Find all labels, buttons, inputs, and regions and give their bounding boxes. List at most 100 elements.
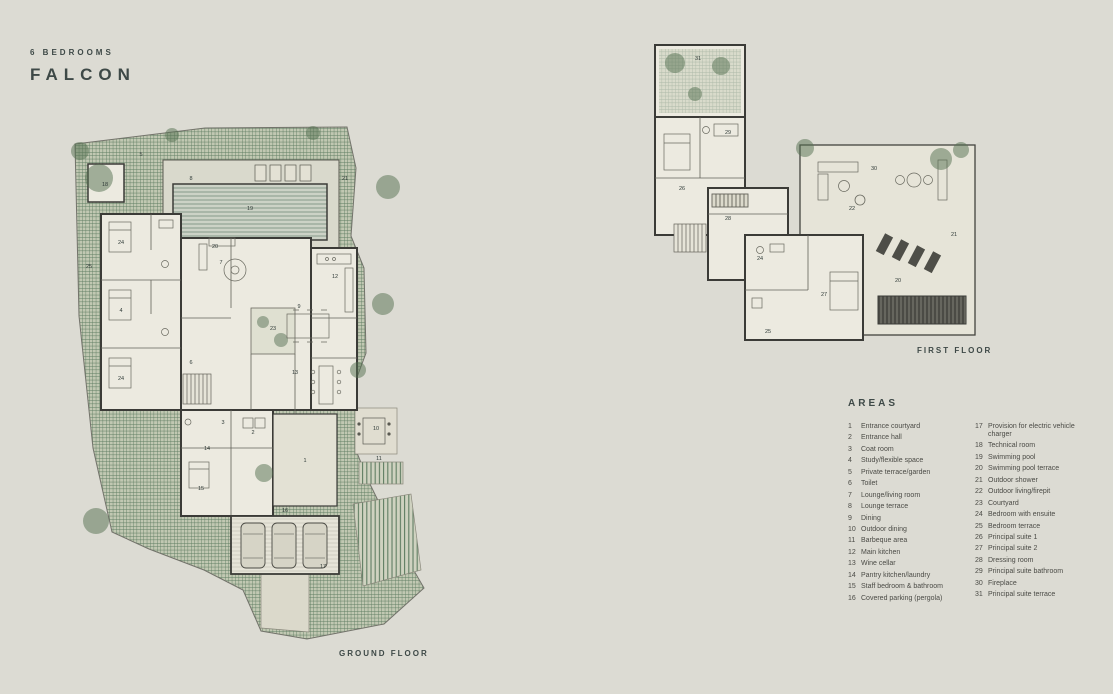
plan-number-24: 24: [757, 256, 763, 262]
legend-item-label: Pantry kitchen/laundry: [861, 571, 931, 579]
plan-number-18: 18: [102, 182, 108, 188]
legend-item: 7 Lounge/living room: [848, 492, 953, 500]
legend-item-number: 27: [975, 545, 983, 553]
plan-number-6: 6: [189, 360, 192, 366]
interior-walls: [101, 214, 357, 516]
stairs-icon: [182, 373, 212, 405]
legend-item-label: Wine cellar: [861, 560, 896, 568]
legend-item-label: Bedroom with ensuite: [988, 511, 1056, 519]
legend-item-number: 19: [975, 453, 983, 461]
furniture-icons: [663, 123, 948, 311]
legend-item: 31 Principal suite terrace: [975, 591, 1080, 599]
plan-number-24: 24: [118, 376, 124, 382]
ground-floor-label: GROUND FLOOR: [339, 649, 429, 658]
legend-item-label: Study/flexible space: [861, 457, 924, 465]
outdoor-chair-icons: [357, 422, 391, 436]
legend-item: 4 Study/flexible space: [848, 457, 953, 465]
legend-item-number: 15: [848, 583, 856, 591]
legend-item: 16 Covered parking (pergola): [848, 595, 953, 603]
legend-columns: 1 Entrance courtyard 2 Entrance hall 3 C…: [848, 423, 1110, 603]
legend-item: 14 Pantry kitchen/laundry: [848, 572, 953, 580]
legend-item: 6 Toilet: [848, 480, 953, 488]
page-title: FALCON: [30, 65, 136, 84]
legend-item-label: Swimming pool: [988, 453, 1036, 461]
legend-item: 20 Swimming pool terrace: [975, 465, 1080, 473]
legend-item: 27 Principal suite 2: [975, 545, 1080, 553]
ground-floor-numbers: 5188192120242542479122313632141511617101…: [86, 152, 382, 570]
legend-item-label: Coat room: [861, 445, 894, 453]
legend-item: 21 Outdoor shower: [975, 477, 1080, 485]
legend-item: 8 Lounge terrace: [848, 503, 953, 511]
legend-item: 29 Principal suite bathroom: [975, 568, 1080, 576]
legend-item-number: 10: [848, 525, 856, 533]
areas-heading: AREAS: [848, 398, 899, 409]
legend-item-label: Entrance hall: [861, 434, 902, 442]
stairs-icon: [673, 223, 707, 253]
legend-item-number: 16: [848, 594, 856, 602]
pergola-roof: [352, 493, 422, 587]
car-icons: [240, 522, 328, 569]
plan-number-25: 25: [765, 329, 771, 335]
bedrooms-subtitle: 6 BEDROOMS: [30, 48, 114, 57]
legend-item-number: 30: [975, 579, 983, 587]
legend-item-number: 7: [848, 491, 852, 499]
legend-item-number: 17: [975, 423, 983, 430]
interior-walls: [655, 117, 809, 291]
plan-number-21: 21: [342, 176, 348, 182]
plan-number-21: 21: [951, 232, 957, 238]
wardrobe-icon: [711, 193, 749, 208]
legend-item: 24 Bedroom with ensuite: [975, 511, 1080, 519]
first-floor-label: FIRST FLOOR: [917, 346, 993, 355]
firepit-icon: [854, 194, 866, 206]
plan-number-28: 28: [725, 216, 731, 222]
areas-column-1: 1 Entrance courtyard 2 Entrance hall 3 C…: [848, 423, 953, 603]
areas-legend: AREAS 1 Entrance courtyard 2 Entrance ha…: [848, 398, 1110, 603]
pool-lounger-icons: [254, 164, 312, 182]
legend-item-label: Courtyard: [988, 499, 1019, 507]
plan-number-15: 15: [198, 486, 204, 492]
legend-item-number: 26: [975, 533, 983, 541]
plan-number-12: 12: [332, 274, 338, 280]
plan-number-14: 14: [204, 446, 210, 452]
legend-item-label: Principal suite bathroom: [988, 568, 1064, 576]
legend-item: 28 Dressing room: [975, 557, 1080, 565]
entrance-courtyard: [272, 413, 338, 507]
legend-item: 11 Barbeque area: [848, 537, 953, 545]
legend-item-number: 31: [975, 591, 983, 599]
areas-column-2: 17 Provision for electric vehicle charge…: [975, 423, 1080, 603]
legend-item-number: 12: [848, 548, 856, 556]
legend-item: 12 Main kitchen: [848, 549, 953, 557]
legend-item-number: 13: [848, 560, 856, 568]
planting-bed: [358, 461, 404, 485]
plan-number-3: 3: [221, 420, 224, 426]
legend-item-number: 4: [848, 457, 852, 465]
legend-item-number: 29: [975, 568, 983, 576]
plan-number-16: 16: [282, 508, 288, 514]
legend-item-label: Staff bedroom & bathroom: [861, 583, 943, 591]
plan-number-31: 31: [695, 56, 701, 62]
legend-item-number: 21: [975, 476, 983, 484]
legend-item-label: Main kitchen: [861, 548, 901, 556]
plan-number-10: 10: [373, 426, 379, 432]
legend-item-label: Swimming pool terrace: [988, 465, 1060, 473]
legend-item-label: Dressing room: [988, 556, 1034, 564]
legend-item-number: 14: [848, 571, 856, 579]
legend-item: 10 Outdoor dining: [848, 526, 953, 534]
legend-item-label: Toilet: [861, 480, 878, 488]
plan-number-5: 5: [139, 152, 142, 158]
legend-item-label: Outdoor shower: [988, 476, 1038, 484]
legend-item-number: 6: [848, 480, 852, 488]
outdoor-dining-patio: [354, 407, 398, 455]
plan-number-9: 9: [297, 304, 300, 310]
legend-item: 19 Swimming pool: [975, 454, 1080, 462]
legend-item: 5 Private terrace/garden: [848, 469, 953, 477]
legend-item-label: Principal suite 1: [988, 533, 1038, 541]
legend-item-number: 22: [975, 488, 983, 496]
legend-item-number: 5: [848, 468, 852, 476]
legend-item: 22 Outdoor living/firepit: [975, 488, 1080, 496]
plan-number-1: 1: [303, 458, 306, 464]
plan-number-4: 4: [119, 308, 122, 314]
plan-number-8: 8: [189, 176, 192, 182]
